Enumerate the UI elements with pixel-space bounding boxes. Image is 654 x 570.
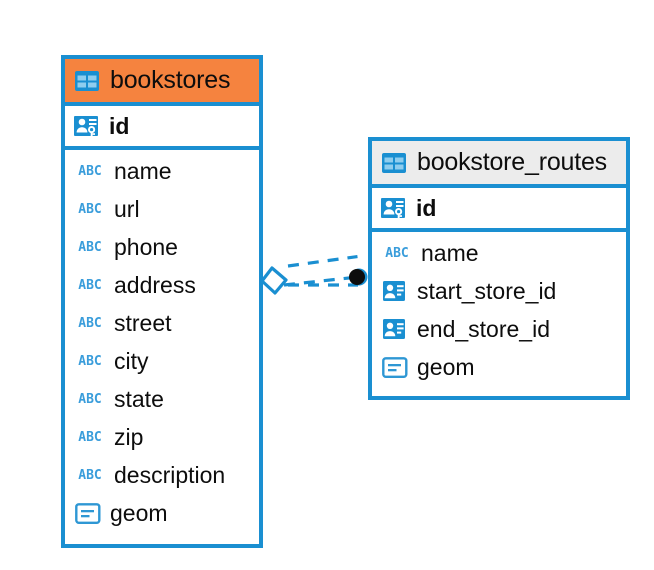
- abc-text-icon: ABC: [78, 391, 102, 407]
- abc-text-icon: ABC: [78, 239, 102, 255]
- field-row[interactable]: ABC state: [65, 380, 259, 418]
- field-row[interactable]: geom: [65, 494, 259, 532]
- diamond-crowsfoot-marker[interactable]: [260, 266, 288, 295]
- field-label: description: [114, 461, 226, 488]
- primary-key-row[interactable]: id: [372, 188, 626, 232]
- abc-text-icon: ABC: [78, 315, 102, 331]
- field-list-bookstore-routes: ABC name start_store_id: [372, 232, 626, 386]
- field-row[interactable]: start_store_id: [372, 272, 626, 310]
- abc-text-icon: ABC: [78, 163, 102, 179]
- field-row[interactable]: geom: [372, 348, 626, 386]
- field-row[interactable]: ABC street: [65, 304, 259, 342]
- field-row[interactable]: ABC name: [65, 152, 259, 190]
- entity-header-bookstores[interactable]: bookstores: [65, 59, 259, 106]
- field-label: zip: [114, 423, 144, 450]
- field-row[interactable]: ABC city: [65, 342, 259, 380]
- entity-title: bookstores: [110, 66, 231, 94]
- abc-text-icon: ABC: [78, 353, 102, 369]
- relationship-line-middle: [283, 275, 359, 287]
- abc-text-icon: ABC: [78, 277, 102, 293]
- field-row[interactable]: ABC url: [65, 190, 259, 228]
- geometry-icon: [75, 502, 101, 525]
- primary-key-row[interactable]: id: [65, 106, 259, 150]
- field-row[interactable]: end_store_id: [372, 310, 626, 348]
- field-label: end_store_id: [417, 315, 550, 342]
- table-icon: [74, 70, 100, 92]
- field-label: city: [114, 347, 149, 374]
- field-label: geom: [417, 353, 475, 380]
- field-row[interactable]: ABC zip: [65, 418, 259, 456]
- field-label: phone: [114, 233, 178, 260]
- filled-circle-marker[interactable]: [349, 268, 368, 286]
- field-label: url: [114, 195, 140, 222]
- foreign-key-icon: [382, 280, 408, 302]
- field-row[interactable]: ABC name: [372, 234, 626, 272]
- field-label: name: [114, 157, 172, 184]
- abc-text-icon: ABC: [385, 245, 409, 261]
- relationship-line-group: [283, 254, 359, 287]
- field-label: address: [114, 271, 196, 298]
- field-label: state: [114, 385, 164, 412]
- abc-text-icon: ABC: [78, 201, 102, 217]
- field-list-bookstores: ABC name ABC url ABC phone ABC address A…: [65, 150, 259, 532]
- field-row[interactable]: ABC address: [65, 266, 259, 304]
- geometry-icon: [382, 356, 408, 379]
- table-icon: [381, 152, 407, 174]
- entity-bookstore-routes[interactable]: bookstore_routes id ABC name: [368, 137, 630, 400]
- abc-text-icon: ABC: [78, 467, 102, 483]
- field-row[interactable]: ABC description: [65, 456, 259, 494]
- relationship-line-upper: [287, 254, 358, 268]
- entity-bookstores[interactable]: bookstores id ABC name: [61, 55, 263, 548]
- abc-text-icon: ABC: [78, 429, 102, 445]
- primary-key-icon: [381, 196, 407, 220]
- field-label: id: [109, 112, 130, 139]
- primary-key-icon: [74, 114, 100, 138]
- field-label: name: [421, 239, 479, 266]
- field-label: start_store_id: [417, 277, 557, 304]
- field-label: street: [114, 309, 172, 336]
- entity-header-bookstore-routes[interactable]: bookstore_routes: [372, 141, 626, 188]
- field-label: geom: [110, 499, 168, 526]
- foreign-key-icon: [382, 318, 408, 340]
- entity-title: bookstore_routes: [417, 148, 607, 176]
- field-row[interactable]: ABC phone: [65, 228, 259, 266]
- field-label: id: [416, 194, 437, 221]
